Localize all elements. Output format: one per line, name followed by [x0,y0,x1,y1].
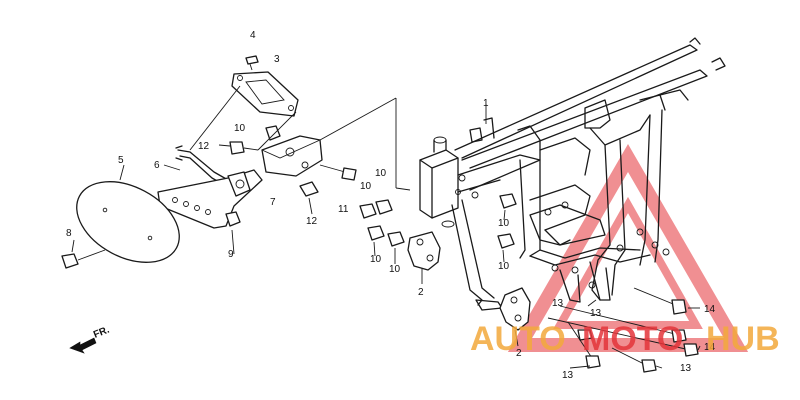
callout-10-a: 10 [360,181,372,192]
front-arrow-icon [69,337,97,354]
front-label: FR. [92,324,111,340]
bolt-long-center [319,164,357,181]
watermark-logo: AUTO MOTO HUB [470,320,780,358]
nuts-10-right [497,193,517,249]
callout-12-upper: 12 [198,141,210,152]
callout-13-d: 13 [680,363,692,374]
plate-bracket-7 [157,135,323,229]
callout-10-c: 10 [370,254,382,265]
callout-7: 7 [270,197,276,208]
nuts-10-11-group [359,199,405,247]
engine-bolts [547,287,699,373]
watermark-text-auto: AUTO [470,320,566,358]
callout-10-top: 10 [234,123,246,134]
main-frame [419,37,726,311]
callout-10-f: 10 [498,261,510,272]
callout-1: 1 [483,98,489,109]
callout-10-e: 10 [498,218,510,229]
nut-9 [225,211,241,227]
callout-13-a: 13 [552,298,564,309]
callout-10-b: 10 [375,168,387,179]
callout-14-b: 14 [704,342,716,353]
reflector-5 [76,181,180,263]
bolt-8 [61,249,106,269]
callout-2-right: 2 [516,348,522,359]
callout-12-lower: 12 [306,216,318,227]
bolt-12-upper [229,141,259,155]
screw-4 [245,55,259,71]
engine-hanger-left [407,231,441,271]
watermark-text-hub: HUB [706,320,780,358]
callout-3: 3 [274,54,280,65]
callout-13-b: 13 [590,308,602,319]
callout-8: 8 [66,228,72,239]
front-direction-indicator: FR. [69,324,111,354]
bolt-12-lower [299,181,319,197]
callout-10-d: 10 [389,264,401,275]
callout-6: 6 [154,160,160,171]
callout-14-a: 14 [704,304,716,315]
callout-2-left: 2 [418,287,424,298]
watermark-triangle [507,144,749,352]
watermark-text-moto: MOTO [582,320,683,358]
nut-10-top [265,125,281,141]
engine-hanger-right [499,287,531,331]
callout-4: 4 [250,30,256,41]
callout-11: 11 [338,204,349,215]
callout-13-c: 13 [562,370,574,381]
leader-lines [71,85,701,369]
callout-labels: 1 2 2 3 4 5 6 7 8 9 10 10 10 10 10 10 10… [66,30,716,381]
callout-9: 9 [228,249,234,260]
callout-5: 5 [118,155,124,166]
bracket-plate-3 [231,71,299,117]
